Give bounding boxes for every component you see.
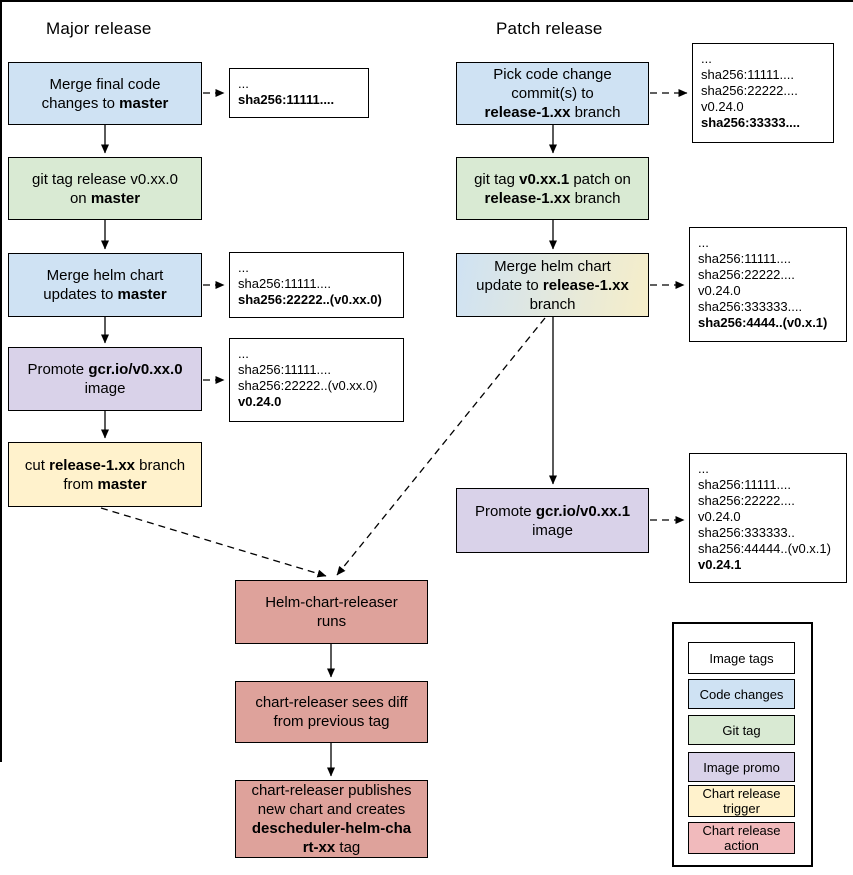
legend-item-code-changes: Code changes	[688, 679, 795, 709]
legend-item-image-tags: Image tags	[688, 642, 795, 674]
dashed-arrow-cut-branch-to-releaser	[100, 507, 327, 578]
major-release-title: Major release	[46, 19, 152, 38]
image-tags-major-code: ...sha256:11111....	[229, 68, 369, 118]
image-tags-major-helm: ...sha256:11111....sha256:22222..(v0.xx.…	[229, 252, 404, 318]
patch-release-title: Patch release	[496, 19, 603, 38]
legend-item-git-tag: Git tag	[688, 715, 795, 745]
legend-item-chart-release-action: Chart release action	[688, 822, 795, 854]
legend: Image tags Code changes Git tag Image pr…	[672, 622, 813, 867]
image-tags-major-promote: ...sha256:11111....sha256:22222..(v0.xx.…	[229, 338, 404, 422]
image-tags-patch-helm: ...sha256:11111....sha256:22222....v0.24…	[689, 227, 847, 342]
canvas-frame-left	[0, 0, 2, 762]
legend-item-image-promo: Image promo	[688, 752, 795, 782]
image-tags-patch-promote: ...sha256:11111....sha256:22222....v0.24…	[689, 453, 847, 583]
canvas-frame-top	[0, 0, 853, 2]
legend-item-chart-release-trigger: Chart release trigger	[688, 785, 795, 817]
image-tags-patch-code: ...sha256:11111....sha256:22222....v0.24…	[692, 43, 834, 143]
